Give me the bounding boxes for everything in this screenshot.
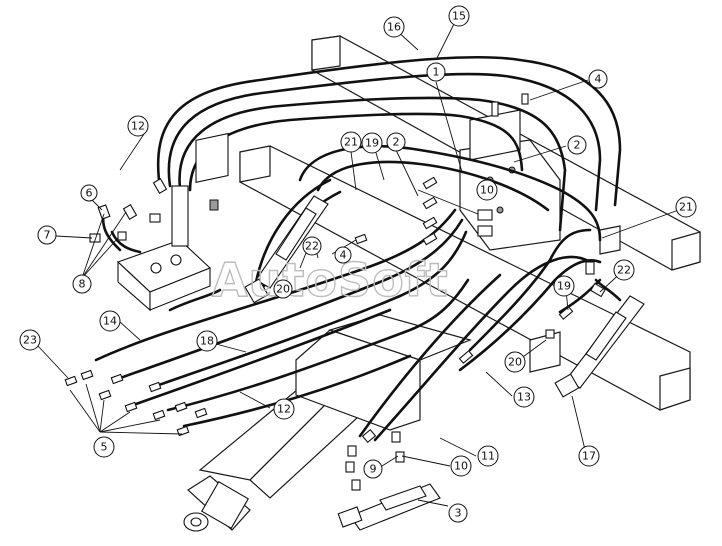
callout-label: 16 (387, 21, 401, 34)
watermark-text: AutoSoft (212, 253, 449, 307)
hitch-clevis (183, 475, 251, 532)
callout-label: 2 (393, 136, 400, 149)
callout-label: 19 (557, 280, 571, 293)
callout-label: 2 (574, 139, 581, 152)
callout-label: 5 (101, 441, 108, 454)
callout-label: 20 (276, 283, 290, 296)
callout-label: 21 (679, 201, 693, 214)
callout-15: 15 (448, 5, 470, 27)
callout-label: 7 (44, 229, 51, 242)
callout-22a: 22 (302, 236, 322, 256)
cylinder-right (554, 295, 645, 398)
control-valve-block (116, 132, 229, 312)
callout-22b: 22 (613, 259, 635, 281)
callout-12a: 12 (127, 115, 149, 137)
callout-4a: 4 (588, 69, 608, 89)
callout-label: 8 (79, 278, 86, 291)
cylinder-left (244, 195, 329, 304)
callout-label: 20 (508, 356, 522, 369)
callout-3: 3 (448, 503, 468, 523)
callout-16: 16 (383, 16, 405, 38)
callout-label: 4 (340, 249, 347, 262)
callout-18: 18 (196, 330, 218, 352)
callout-label: 3 (455, 507, 462, 520)
callout-label: 14 (103, 315, 117, 328)
callout-label: 12 (277, 403, 291, 416)
callout-label: 10 (480, 184, 494, 197)
mounting-bracket (459, 109, 561, 251)
callout-label: 15 (452, 10, 466, 23)
drawbar-tongue (198, 314, 472, 499)
callout-2a: 2 (386, 132, 406, 152)
callout-label: 13 (517, 391, 531, 404)
callout-label: 12 (131, 120, 145, 133)
callout-14: 14 (99, 310, 121, 332)
callout-20b: 20 (504, 351, 526, 373)
callout-21a: 21 (340, 131, 362, 153)
callout-label: 6 (86, 187, 93, 200)
hydraulic-hoses (94, 55, 622, 442)
callout-label: 17 (582, 450, 596, 463)
callout-1: 1 (426, 62, 446, 82)
callout-19b: 19 (553, 275, 575, 297)
callout-7: 7 (37, 225, 57, 245)
callout-10b: 10 (476, 179, 498, 201)
callout-label: 23 (23, 334, 37, 347)
callout-20a: 20 (273, 279, 293, 299)
callout-10a: 10 (450, 455, 472, 477)
callout-label: 9 (370, 463, 377, 476)
callout-label: 22 (617, 264, 631, 277)
hose-fittings (64, 93, 606, 491)
cylinder-bottom (337, 483, 441, 531)
callout-6: 6 (80, 184, 98, 202)
callout-12b: 12 (273, 398, 295, 420)
callout-23: 23 (19, 329, 41, 351)
callout-label: 21 (344, 136, 358, 149)
callout-label: 1 (433, 66, 440, 79)
callout-13: 13 (513, 386, 535, 408)
callout-label: 22 (305, 240, 319, 253)
callout-label: 19 (365, 137, 379, 150)
callout-8: 8 (72, 274, 92, 294)
callout-4b: 4 (334, 246, 352, 264)
callout-label: 10 (454, 460, 468, 473)
callout-5: 5 (93, 436, 115, 458)
callout-11: 11 (477, 445, 499, 467)
callout-2b: 2 (567, 135, 587, 155)
callout-9: 9 (363, 459, 383, 479)
rear-support-bracket (529, 225, 621, 373)
callout-label: 4 (595, 73, 602, 86)
middle-frame-beam (239, 145, 691, 411)
callout-label: 18 (200, 335, 214, 348)
callout-19a: 19 (361, 132, 383, 154)
callout-label: 11 (481, 450, 495, 463)
callout-21b: 21 (675, 196, 697, 218)
callout-17: 17 (578, 445, 600, 467)
